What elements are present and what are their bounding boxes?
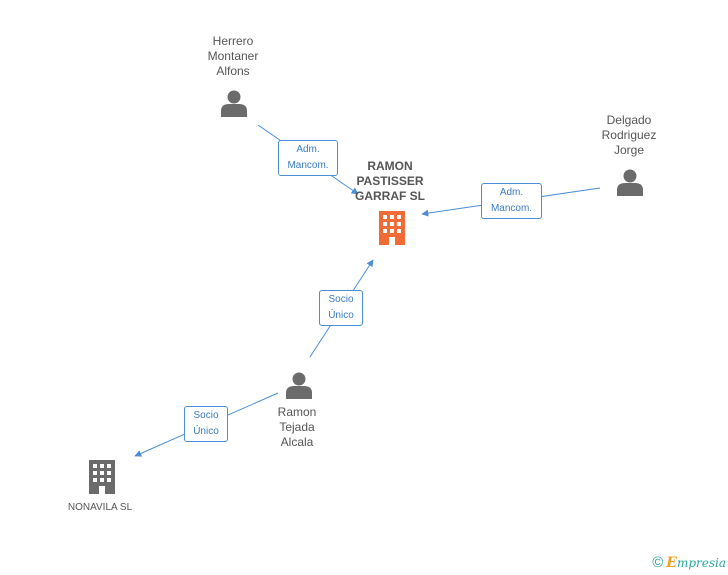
building-icon[interactable]	[376, 211, 408, 245]
edge-label-delgado-to-company[interactable]: Adm. Mancom.	[481, 183, 542, 219]
edge-label-line: Mancom.	[287, 160, 329, 171]
node-label-ramon-pastisser[interactable]: RAMON PASTISSER GARRAF SL	[340, 159, 440, 204]
person-icon[interactable]	[616, 168, 644, 196]
node-label-line: Herrero	[212, 34, 254, 48]
building-icon[interactable]	[86, 460, 118, 494]
node-label-ramon-tejada[interactable]: Ramon Tejada Alcala	[254, 405, 340, 450]
edge-label-line: Único	[193, 426, 219, 437]
node-label-line: Ramon	[277, 405, 317, 419]
node-label-line: Alfons	[216, 64, 250, 78]
brand-rest: mpresia	[676, 555, 726, 570]
node-label-nonavila[interactable]: NONAVILA SL	[50, 500, 150, 515]
empresia-logo[interactable]: © Empresia	[652, 554, 726, 571]
edge-label-line: Adm.	[499, 187, 524, 198]
edge-label-line: Mancom.	[490, 203, 533, 214]
node-label-herrero[interactable]: Herrero Montaner Alfons	[190, 34, 276, 79]
node-label-line: Tejada	[279, 420, 315, 434]
person-icon[interactable]	[220, 89, 248, 117]
brand-wordmark: Empresia	[666, 555, 726, 571]
edge-label-tejada-to-nonavila[interactable]: Socio Único	[184, 406, 228, 442]
node-label-line: Jorge	[613, 143, 645, 157]
node-label-line: Montaner	[207, 49, 259, 63]
edge-label-tejada-to-company[interactable]: Socio Único	[319, 290, 363, 326]
brand-initial: E	[666, 554, 677, 571]
edge-label-line: Socio	[193, 410, 219, 421]
edge-label-herrero-to-company[interactable]: Adm. Mancom.	[278, 140, 338, 176]
person-icon[interactable]	[285, 371, 313, 399]
node-label-line: PASTISSER	[356, 174, 424, 188]
edge-label-line: Adm.	[296, 144, 320, 155]
node-label-line: GARRAF SL	[355, 189, 425, 203]
node-label-line: Alcala	[280, 435, 314, 449]
node-label-line: Delgado	[606, 113, 652, 127]
node-label-line: RAMON	[367, 159, 413, 173]
node-label-line: NONAVILA SL	[67, 502, 133, 513]
edge-label-line: Único	[328, 310, 354, 321]
node-label-line: Rodriguez	[601, 128, 657, 142]
node-label-delgado[interactable]: Delgado Rodriguez Jorge	[586, 113, 672, 158]
copyright-icon: ©	[652, 554, 664, 571]
edge-label-line: Socio	[328, 294, 354, 305]
